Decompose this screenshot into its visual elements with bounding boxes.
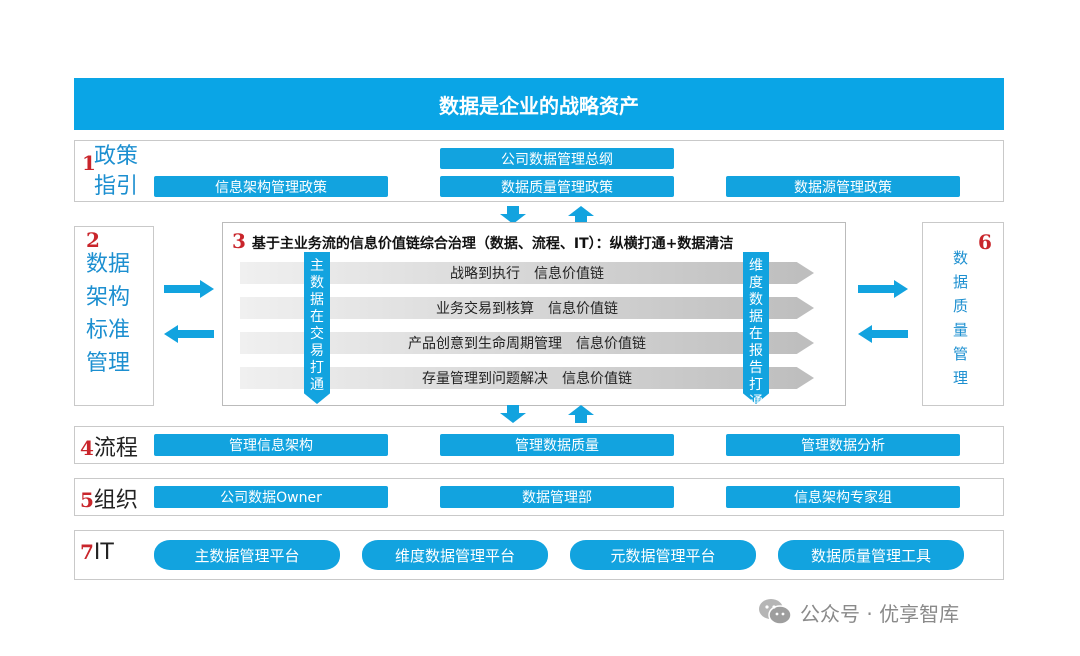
quality-panel [922, 222, 1004, 406]
it-pill-dimension-data: 维度数据管理平台 [362, 540, 548, 570]
org-heading: 5组织 [80, 488, 138, 513]
policy-title-line1: 政策 [94, 144, 139, 169]
arrow-left-icon [164, 325, 214, 343]
value-chain-4: 存量管理到问题解决 信息价值链 [240, 367, 814, 389]
policy-heading: 1 政策 指引 [82, 142, 152, 202]
policy-bar-quality: 数据质量管理政策 [440, 176, 674, 197]
arrow-down-icon [500, 206, 526, 224]
arrow-up-icon [568, 206, 594, 224]
it-pill-master-data: 主数据管理平台 [154, 540, 340, 570]
process-bar-quality: 管理数据质量 [440, 434, 674, 456]
arrow-left-icon [858, 325, 908, 343]
org-bar-experts: 信息架构专家组 [726, 486, 960, 508]
section-number: 2 [86, 228, 100, 252]
value-chain-3: 产品创意到生命周期管理 信息价值链 [240, 332, 814, 354]
arrow-down-icon [500, 405, 526, 423]
arrow-right-icon [164, 280, 214, 298]
policy-bar-source: 数据源管理政策 [726, 176, 960, 197]
main-banner: 数据是企业的战略资产 [74, 78, 1004, 130]
policy-bar-general: 公司数据管理总纲 [440, 148, 674, 169]
arrow-right-icon [858, 280, 908, 298]
value-chain-2: 业务交易到核算 信息价值链 [240, 297, 814, 319]
policy-title-line2: 指引 [94, 174, 139, 199]
it-heading: 7IT [80, 540, 114, 565]
dimension-data-strip: 维度数据在报告打通 [743, 252, 769, 404]
it-pill-quality-tool: 数据质量管理工具 [778, 540, 964, 570]
process-bar-analysis: 管理数据分析 [726, 434, 960, 456]
org-bar-dept: 数据管理部 [440, 486, 674, 508]
wechat-icon [759, 599, 792, 625]
watermark: 公众号 · 优享智库 [758, 596, 959, 628]
arch-title: 数据 架构 标准 管理 [86, 252, 131, 376]
section-number: 6 [978, 230, 992, 254]
policy-bar-info-arch: 信息架构管理政策 [154, 176, 388, 197]
section-number: 3 [232, 229, 246, 253]
section-number: 1 [82, 151, 96, 175]
arch-panel [74, 226, 154, 406]
org-bar-owner: 公司数据Owner [154, 486, 388, 508]
it-pill-metadata: 元数据管理平台 [570, 540, 756, 570]
process-heading: 4流程 [80, 436, 138, 461]
quality-title: 数据质量管理 [953, 249, 969, 387]
arrow-up-icon [568, 405, 594, 423]
value-chain-1: 战略到执行 信息价值链 [240, 262, 814, 284]
master-data-strip: 主数据在交易打通 [304, 252, 330, 404]
process-bar-info-arch: 管理信息架构 [154, 434, 388, 456]
